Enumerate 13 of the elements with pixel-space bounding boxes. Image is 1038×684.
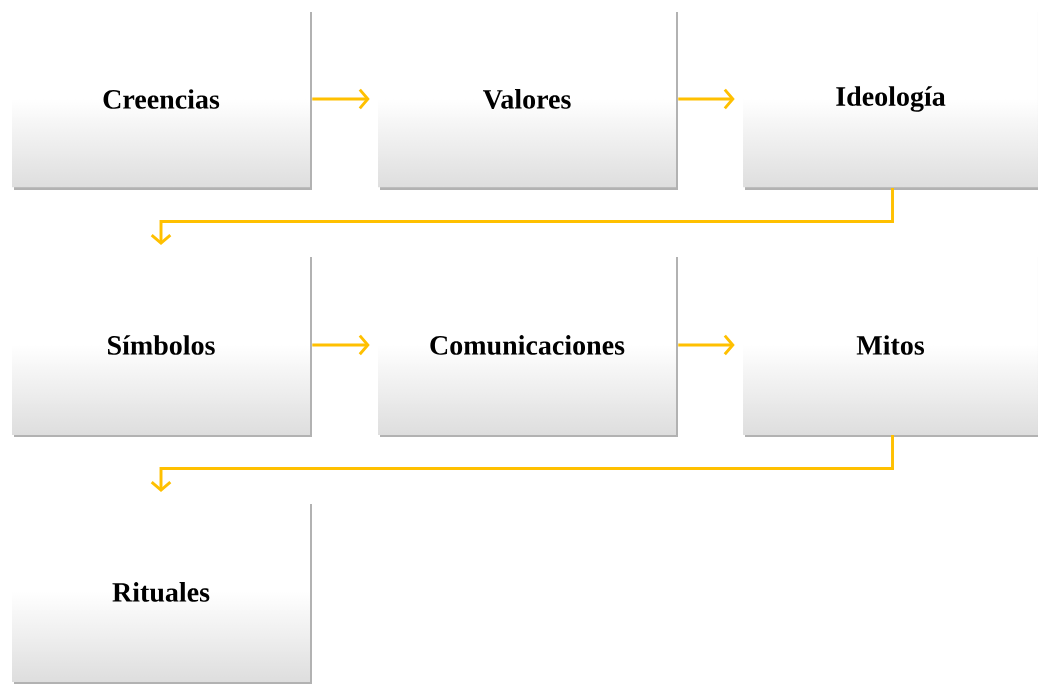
arrow [312,334,370,356]
process-box: Ideología [743,10,1038,190]
arrow [678,334,735,356]
process-box: Mitos [743,255,1038,437]
process-box: Creencias [12,10,312,190]
arrow [150,188,894,245]
process-box: Símbolos [12,255,312,437]
process-box: Rituales [12,502,312,684]
arrow [678,88,735,110]
process-box: Valores [378,10,678,190]
arrow [150,435,894,492]
arrow [312,88,370,110]
process-box: Comunicaciones [378,255,678,437]
